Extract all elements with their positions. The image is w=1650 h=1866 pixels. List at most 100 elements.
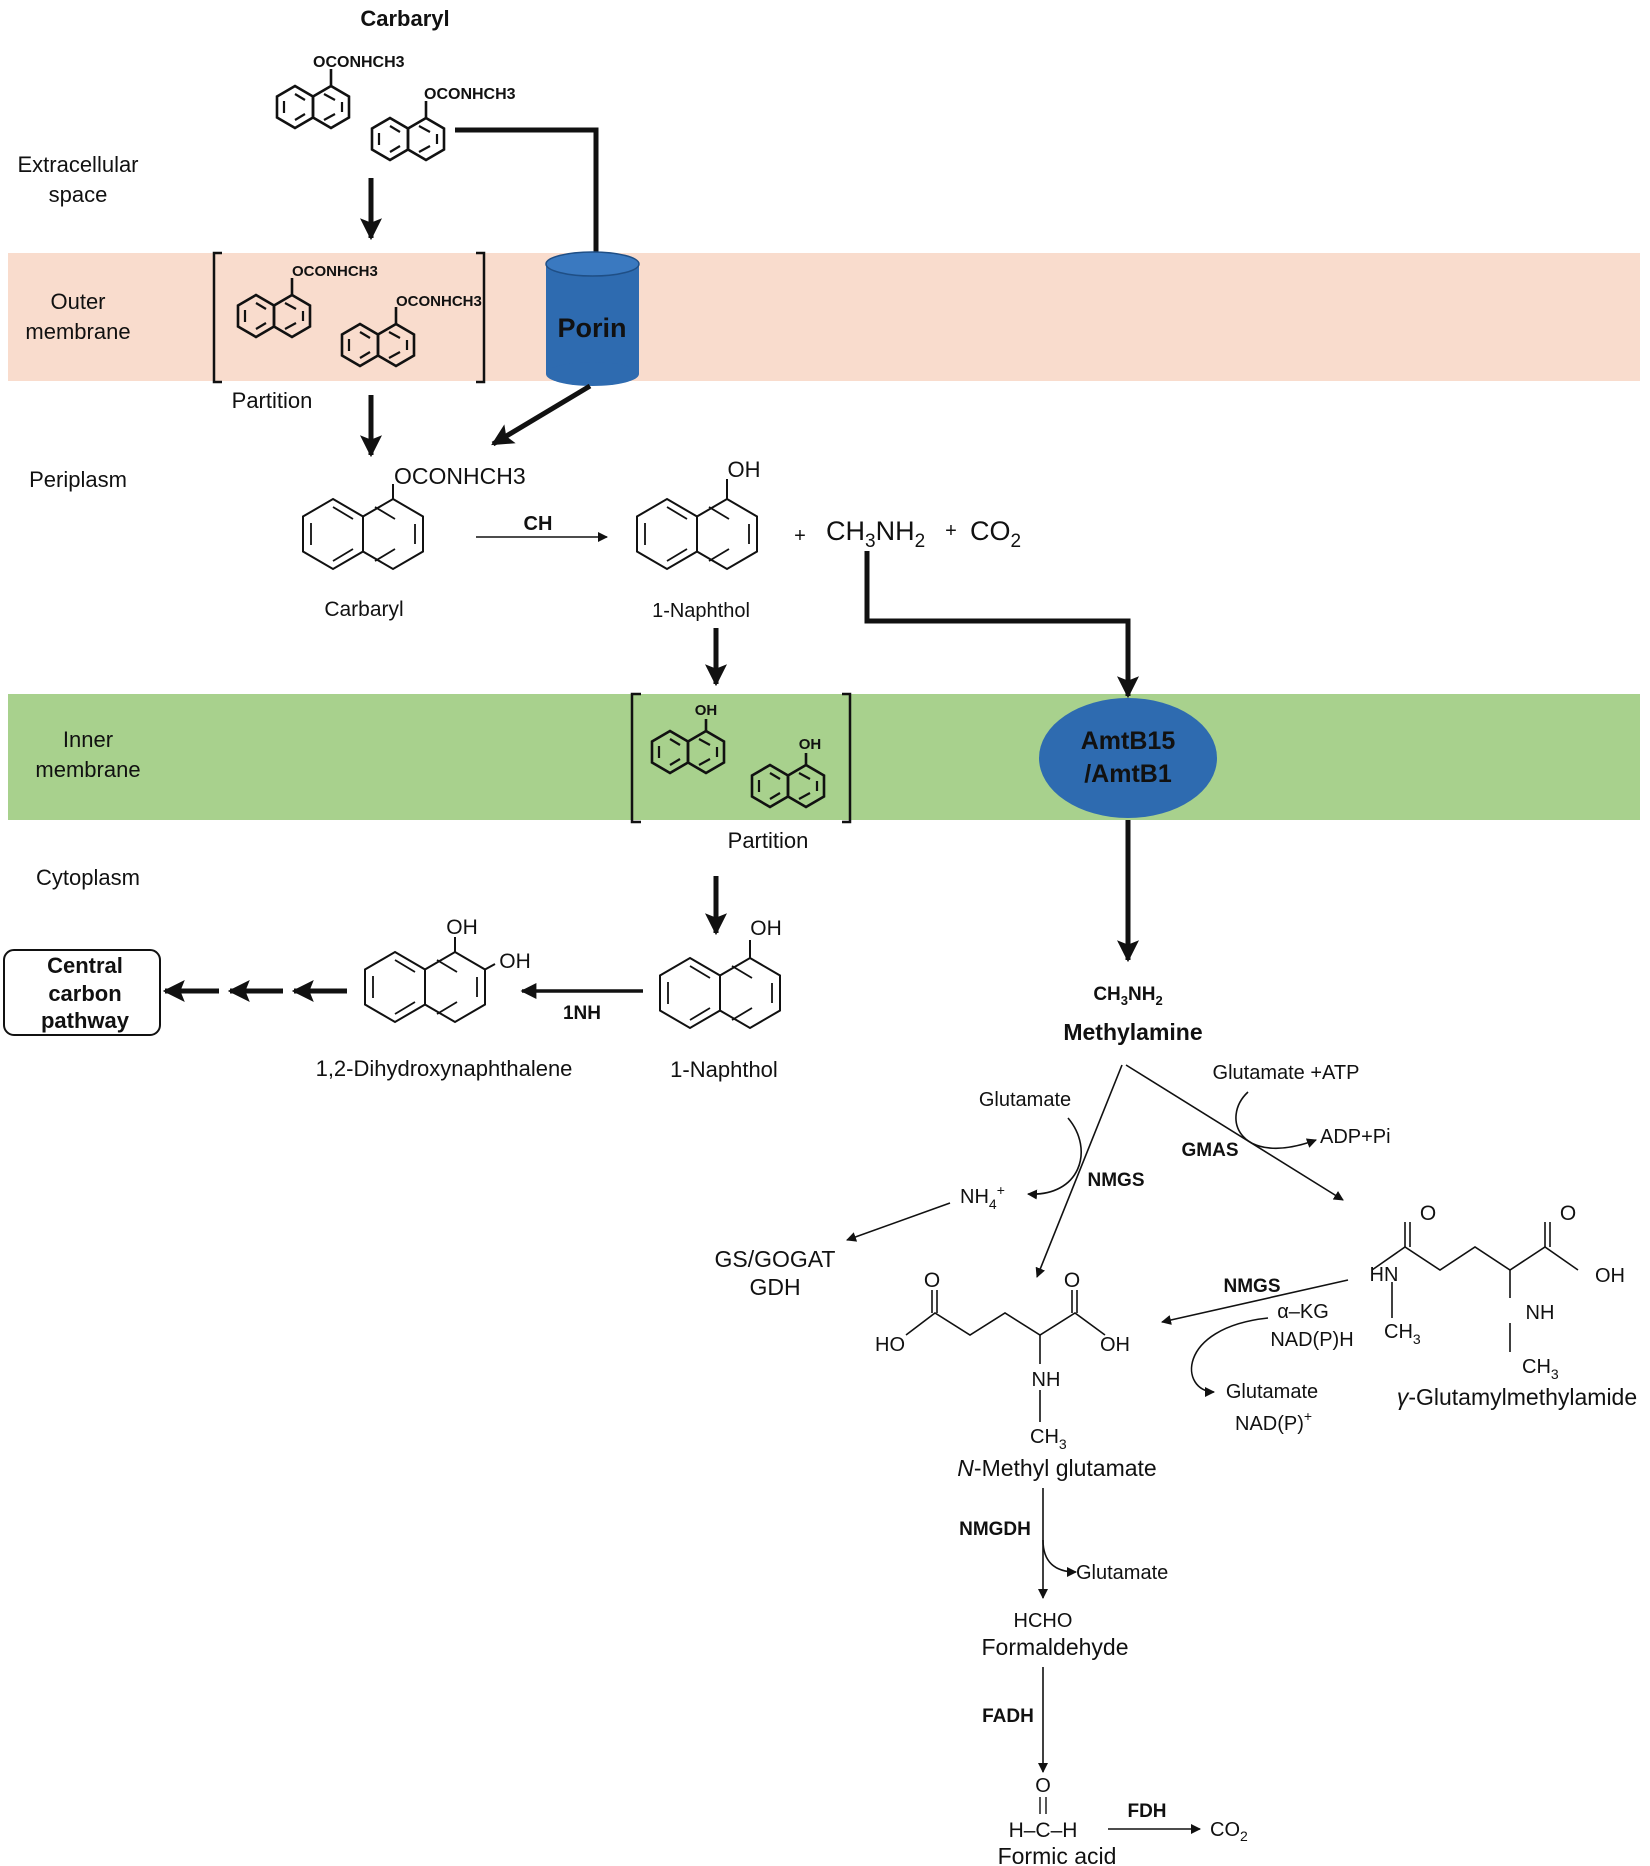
enzyme-1nh: 1NH [563,1003,601,1024]
nadp-label: NAD(P)+ [1235,1408,1312,1435]
label-carbaryl-top: Carbaryl [360,6,449,31]
outer-partition-label: Partition [232,388,313,413]
carbaryl-molecule-extracellular-2: OCONHCH3 [370,86,516,162]
central-carbon-pathway-box [3,949,161,1036]
glutamate-label-nmgs: Glutamate [979,1089,1071,1111]
o-label: O [1560,1202,1576,1225]
hcho-label: HCHO [1014,1610,1073,1632]
o-label: O [924,1269,940,1292]
nh4-label: NH4+ [960,1182,1005,1212]
o-label: O [1064,1269,1080,1292]
fdh-enzyme-label: FDH [1127,1801,1166,1822]
formic-formula-label: H–C–H [1009,1819,1078,1842]
label-outer-membrane: membrane [25,319,130,344]
inner-partition-bracket-left [630,692,641,824]
oh-label: OH [1595,1265,1625,1287]
arrow-to-gamma-glutamylmethylamide [1125,1064,1344,1201]
oconhch3-label-periplasm: OCONHCH3 [394,463,526,489]
nmgdh-enzyme-label: NMGDH [959,1519,1031,1540]
amtb-label-1: AmtB15 [1081,727,1176,755]
carbaryl-molecule-extracellular-1: OCONHCH3 [275,54,405,130]
hn-label: HN [1370,1264,1399,1286]
plus-1: + [794,525,806,547]
formic-o-label: O [1035,1775,1051,1797]
nmgdh-side-curve [1042,1539,1077,1577]
n-methylglutamate-structure [905,1290,1106,1422]
nmgs-cofactor-curve [1190,1317,1269,1397]
gamma-glutamylmethylamide-structure [1371,1222,1579,1352]
carbaryl-molecule-outer-1: OCONHCH3 [236,263,378,339]
plus-2: + [945,520,957,542]
methylamine-formula-periplasm: CH3NH2 [826,516,925,552]
o-label: O [1420,1202,1436,1225]
porin-entry-line [455,127,599,262]
label-inner: Inner [63,727,113,752]
arrow-nmgs-to-n-methylglutamate [1161,1279,1349,1325]
gamma-glutamylmethylamide-label: γ-Glutamylmethylamide [1397,1384,1637,1410]
formaldehyde-label: Formaldehyde [981,1634,1128,1660]
ch3-label: CH3 [1030,1426,1067,1452]
arrow-porin-to-periplasm [491,383,592,447]
oconhch3-label: OCONHCH3 [313,54,405,71]
enzyme-ch: CH [524,513,553,535]
naphthol-molecule-cytoplasm [659,940,781,1030]
alpha-kg-label: α–KG [1277,1301,1329,1323]
outer-membrane-band [8,253,1640,381]
carbaryl-label-periplasm: Carbaryl [324,598,403,621]
glutamate-atp-label: Glutamate +ATP [1213,1062,1360,1084]
nh-label: NH [1526,1302,1555,1324]
ho-label: HO [875,1334,905,1356]
oh-label-periplasm: OH [728,457,761,482]
methylamine-formula-cytoplasm: CH3NH2 [1093,984,1162,1008]
nadph-label: NAD(P)H [1270,1329,1353,1351]
co2-periplasm: CO2 [970,516,1021,552]
label-space: space [49,182,108,207]
oh-label-dihydroxy-1: OH [446,916,478,939]
co2-final-label: CO2 [1210,1819,1248,1844]
gs-gogat-label: GS/GOGAT [715,1246,836,1272]
ch3-label: CH3 [1384,1321,1421,1347]
methylamine-label: Methylamine [1063,1019,1202,1045]
dihydroxynaphthalene-label: 1,2-Dihydroxynaphthalene [316,1056,573,1081]
oconhch3-label: OCONHCH3 [396,293,482,310]
label-periplasm: Periplasm [29,467,127,492]
label-inner-membrane: membrane [35,757,140,782]
oh-label: OH [1100,1334,1130,1356]
naphthol-label-cytoplasm: 1-Naphthol [670,1057,778,1082]
label-extracellular: Extracellular [17,152,138,177]
naphthol-molecule-inner-2: OH [750,736,826,809]
inner-partition-label: Partition [728,828,809,853]
inner-partition-bracket-right [842,692,852,824]
nh-label: NH [1032,1369,1061,1391]
outer-partition-bracket-right [476,251,486,384]
dihydroxynaphthalene-molecule [364,937,496,1024]
nmgs-enzyme-label-2: NMGS [1224,1276,1281,1297]
amtb-transporter [1039,698,1217,818]
carbaryl-molecule-periplasm [302,484,424,571]
adp-pi-label: ADP+Pi [1320,1126,1391,1148]
oconhch3-label: OCONHCH3 [292,263,378,280]
arrow-to-n-methylglutamate [1035,1064,1123,1278]
naphthol-molecule-periplasm [636,479,758,571]
n-methylglutamate-label: N-Methyl glutamate [957,1455,1156,1481]
ch3-label: CH3 [1522,1356,1559,1382]
central-carbon-label-3: pathway [41,1008,130,1033]
gmas-enzyme-label: GMAS [1182,1140,1239,1161]
oconhch3-label: OCONHCH3 [424,86,516,103]
amtb-label-2: /AmtB1 [1084,760,1172,788]
gmas-side-curve [1235,1091,1317,1150]
nmgs-side-curve [1027,1117,1082,1200]
glutamate-label-2: Glutamate [1226,1381,1318,1403]
arrow-nh4-to-gs-gogat [846,1202,951,1242]
label-cytoplasm: Cytoplasm [36,865,140,890]
formic-acid-label: Formic acid [998,1843,1117,1866]
porin-label: Porin [557,313,626,343]
oh-label-dihydroxy-2: OH [499,950,531,973]
central-carbon-label-1: Central [47,953,123,978]
oh-label: OH [695,702,718,719]
nmgs-enzyme-label-1: NMGS [1088,1170,1145,1191]
label-outer: Outer [50,289,105,314]
inner-membrane-band [8,694,1640,820]
